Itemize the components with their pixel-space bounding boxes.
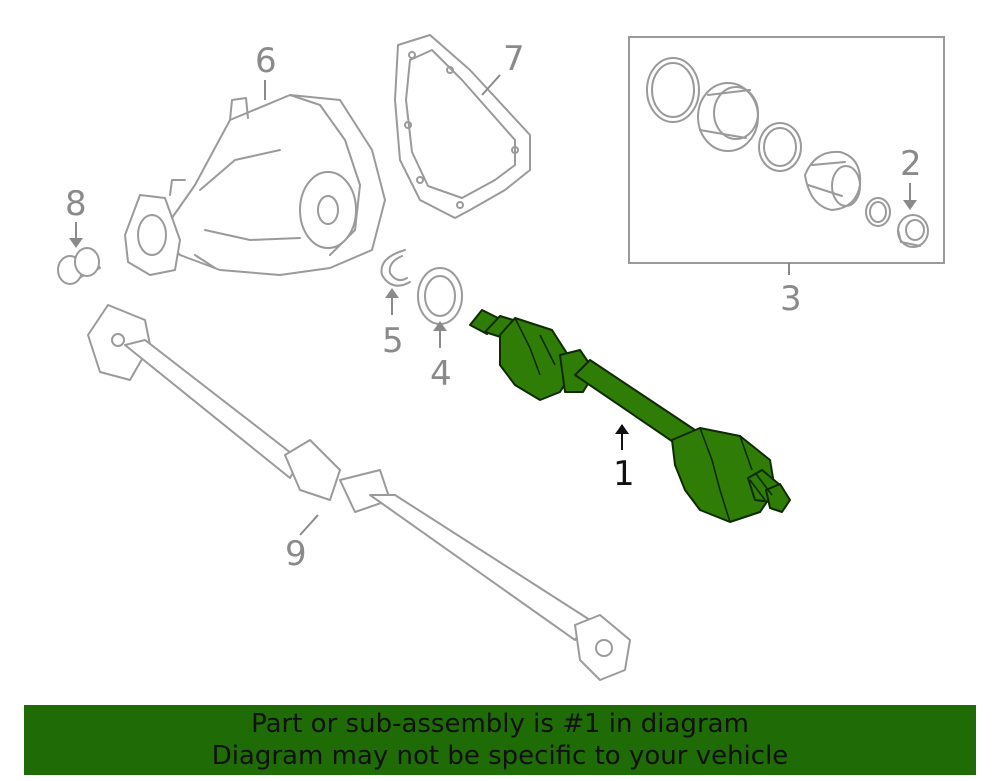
- callout-4: 4: [430, 354, 452, 394]
- banner-line-2: Diagram may not be specific to your vehi…: [211, 741, 789, 771]
- callout-6: 6: [255, 41, 277, 81]
- callout-9: 9: [285, 534, 307, 574]
- part-6-differential[interactable]: [124, 94, 386, 276]
- part-2-nut: [897, 214, 929, 248]
- part-3-kit-box[interactable]: [628, 36, 945, 264]
- cv-joint-outer-ring: [697, 82, 759, 152]
- cv-boot: [804, 150, 862, 211]
- callout-2: 2: [900, 144, 922, 184]
- info-banner: Part or sub-assembly is #1 in diagram Di…: [24, 705, 976, 775]
- part-1-axle-shaft[interactable]: [469, 309, 791, 523]
- banner-line-1: Part or sub-assembly is #1 in diagram: [251, 709, 749, 739]
- callout-7: 7: [503, 39, 525, 79]
- part-8-bushing[interactable]: [57, 247, 101, 285]
- part-9-propeller-shaft[interactable]: [87, 304, 631, 681]
- part-7-cover[interactable]: [394, 34, 531, 219]
- parts-diagram: 1 2 3 4 5 6 7 8 9: [57, 34, 945, 681]
- part-5-snap-ring[interactable]: [380, 249, 411, 287]
- callout-5: 5: [382, 321, 404, 361]
- callout-8: 8: [65, 184, 87, 224]
- callout-3: 3: [780, 279, 802, 319]
- callout-1: 1: [613, 454, 635, 494]
- part-4-seal[interactable]: [417, 267, 463, 325]
